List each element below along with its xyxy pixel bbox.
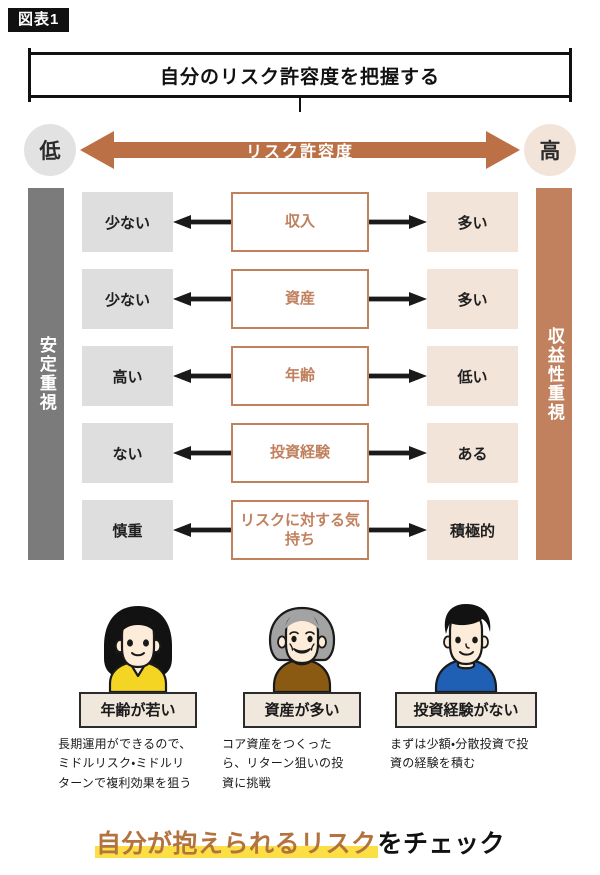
- row-right-value: 多い: [427, 269, 518, 329]
- row-factor-box: 資産: [231, 269, 369, 329]
- left-arrow-icon: [173, 500, 231, 560]
- list-item: 年齢が若い 長期運用ができるので、ミドルリスク・ミドルリターンで複利効果を狙う: [58, 596, 218, 793]
- row-right-value: 低い: [427, 346, 518, 406]
- row-left-value: ない: [82, 423, 173, 483]
- title-rule-bottom: [28, 95, 572, 98]
- right-arrow-icon: [369, 192, 427, 252]
- table-row: 慎重 リスクに対する気持ち 積極的: [82, 500, 518, 560]
- row-factor-box: 投資経験: [231, 423, 369, 483]
- risk-scale: 低 高 リスク許容度: [0, 124, 600, 180]
- scale-high-badge: 高: [524, 124, 576, 176]
- row-left-value: 少ない: [82, 192, 173, 252]
- footer-headline: 自分が抱えられるリスクをチェック: [0, 824, 600, 860]
- profile-description: まずは少額・分散投資で投資の経験を積む: [390, 737, 529, 771]
- row-left-value: 少ない: [82, 269, 173, 329]
- title-cap-left: [28, 48, 31, 102]
- row-factor-box: リスクに対する気持ち: [231, 500, 369, 560]
- row-left-value: 高い: [82, 346, 173, 406]
- right-arrow-icon: [369, 423, 427, 483]
- footer-plain-text: をチェック: [377, 830, 506, 858]
- young-woman-avatar: [58, 596, 218, 692]
- row-right-value: ある: [427, 423, 518, 483]
- list-item: 資産が多い コア資産をつくったら、リターン狙いの投資に挑戦: [222, 596, 382, 793]
- profile-cards: 年齢が若い 長期運用ができるので、ミドルリスク・ミドルリターンで複利効果を狙う: [0, 596, 600, 811]
- right-arrow-icon: [369, 269, 427, 329]
- table-row: ない 投資経験 ある: [82, 423, 518, 483]
- left-arrow-icon: [173, 423, 231, 483]
- title-stem: [299, 98, 301, 112]
- chart-title-bracket: 自分のリスク許容度を把握する: [28, 48, 572, 102]
- left-axis-label: 安定重視: [36, 336, 56, 412]
- left-arrow-icon: [173, 346, 231, 406]
- row-factor-box: 年齢: [231, 346, 369, 406]
- young-man-avatar: [386, 596, 546, 692]
- elderly-woman-avatar: [222, 596, 382, 692]
- profile-label: 資産が多い: [243, 692, 361, 728]
- table-row: 高い 年齢 低い: [82, 346, 518, 406]
- page-title: 自分のリスク許容度を把握する: [159, 66, 440, 88]
- scale-low-badge: 低: [24, 124, 76, 176]
- matrix-rows: 少ない 収入 多い 少ない 資産: [82, 188, 518, 560]
- left-arrow-icon: [173, 269, 231, 329]
- profile-label: 年齢が若い: [79, 692, 197, 728]
- scale-arrow-label: リスク許容度: [245, 144, 354, 161]
- table-row: 少ない 資産 多い: [82, 269, 518, 329]
- row-factor-box: 収入: [231, 192, 369, 252]
- left-arrow-icon: [173, 192, 231, 252]
- left-axis-bar: 安定重視: [28, 188, 64, 560]
- right-arrow-icon: [369, 500, 427, 560]
- risk-factor-matrix: 安定重視 収益性重視 少ない 収入 多い 少ない: [0, 188, 600, 560]
- footer-highlight-text: 自分が抱えられるリスク: [94, 830, 378, 858]
- profile-label: 投資経験がない: [395, 692, 537, 728]
- double-arrow-icon: リスク許容度: [80, 131, 520, 169]
- right-arrow-icon: [369, 346, 427, 406]
- list-item: 投資経験がない まずは少額・分散投資で投資の経験を積む: [386, 596, 546, 774]
- row-left-value: 慎重: [82, 500, 173, 560]
- row-right-value: 多い: [427, 192, 518, 252]
- table-row: 少ない 収入 多い: [82, 192, 518, 252]
- title-rule-top: [28, 52, 572, 55]
- row-right-value: 積極的: [427, 500, 518, 560]
- right-axis-bar: 収益性重視: [536, 188, 572, 560]
- right-axis-label: 収益性重視: [544, 326, 564, 422]
- figure-badge: 図表1: [8, 8, 70, 33]
- profile-description: コア資産をつくったら、リターン狙いの投資に挑戦: [222, 737, 344, 790]
- title-cap-right: [569, 48, 572, 102]
- profile-description: 長期運用ができるので、ミドルリスク・ミドルリターンで複利効果を狙う: [58, 737, 192, 790]
